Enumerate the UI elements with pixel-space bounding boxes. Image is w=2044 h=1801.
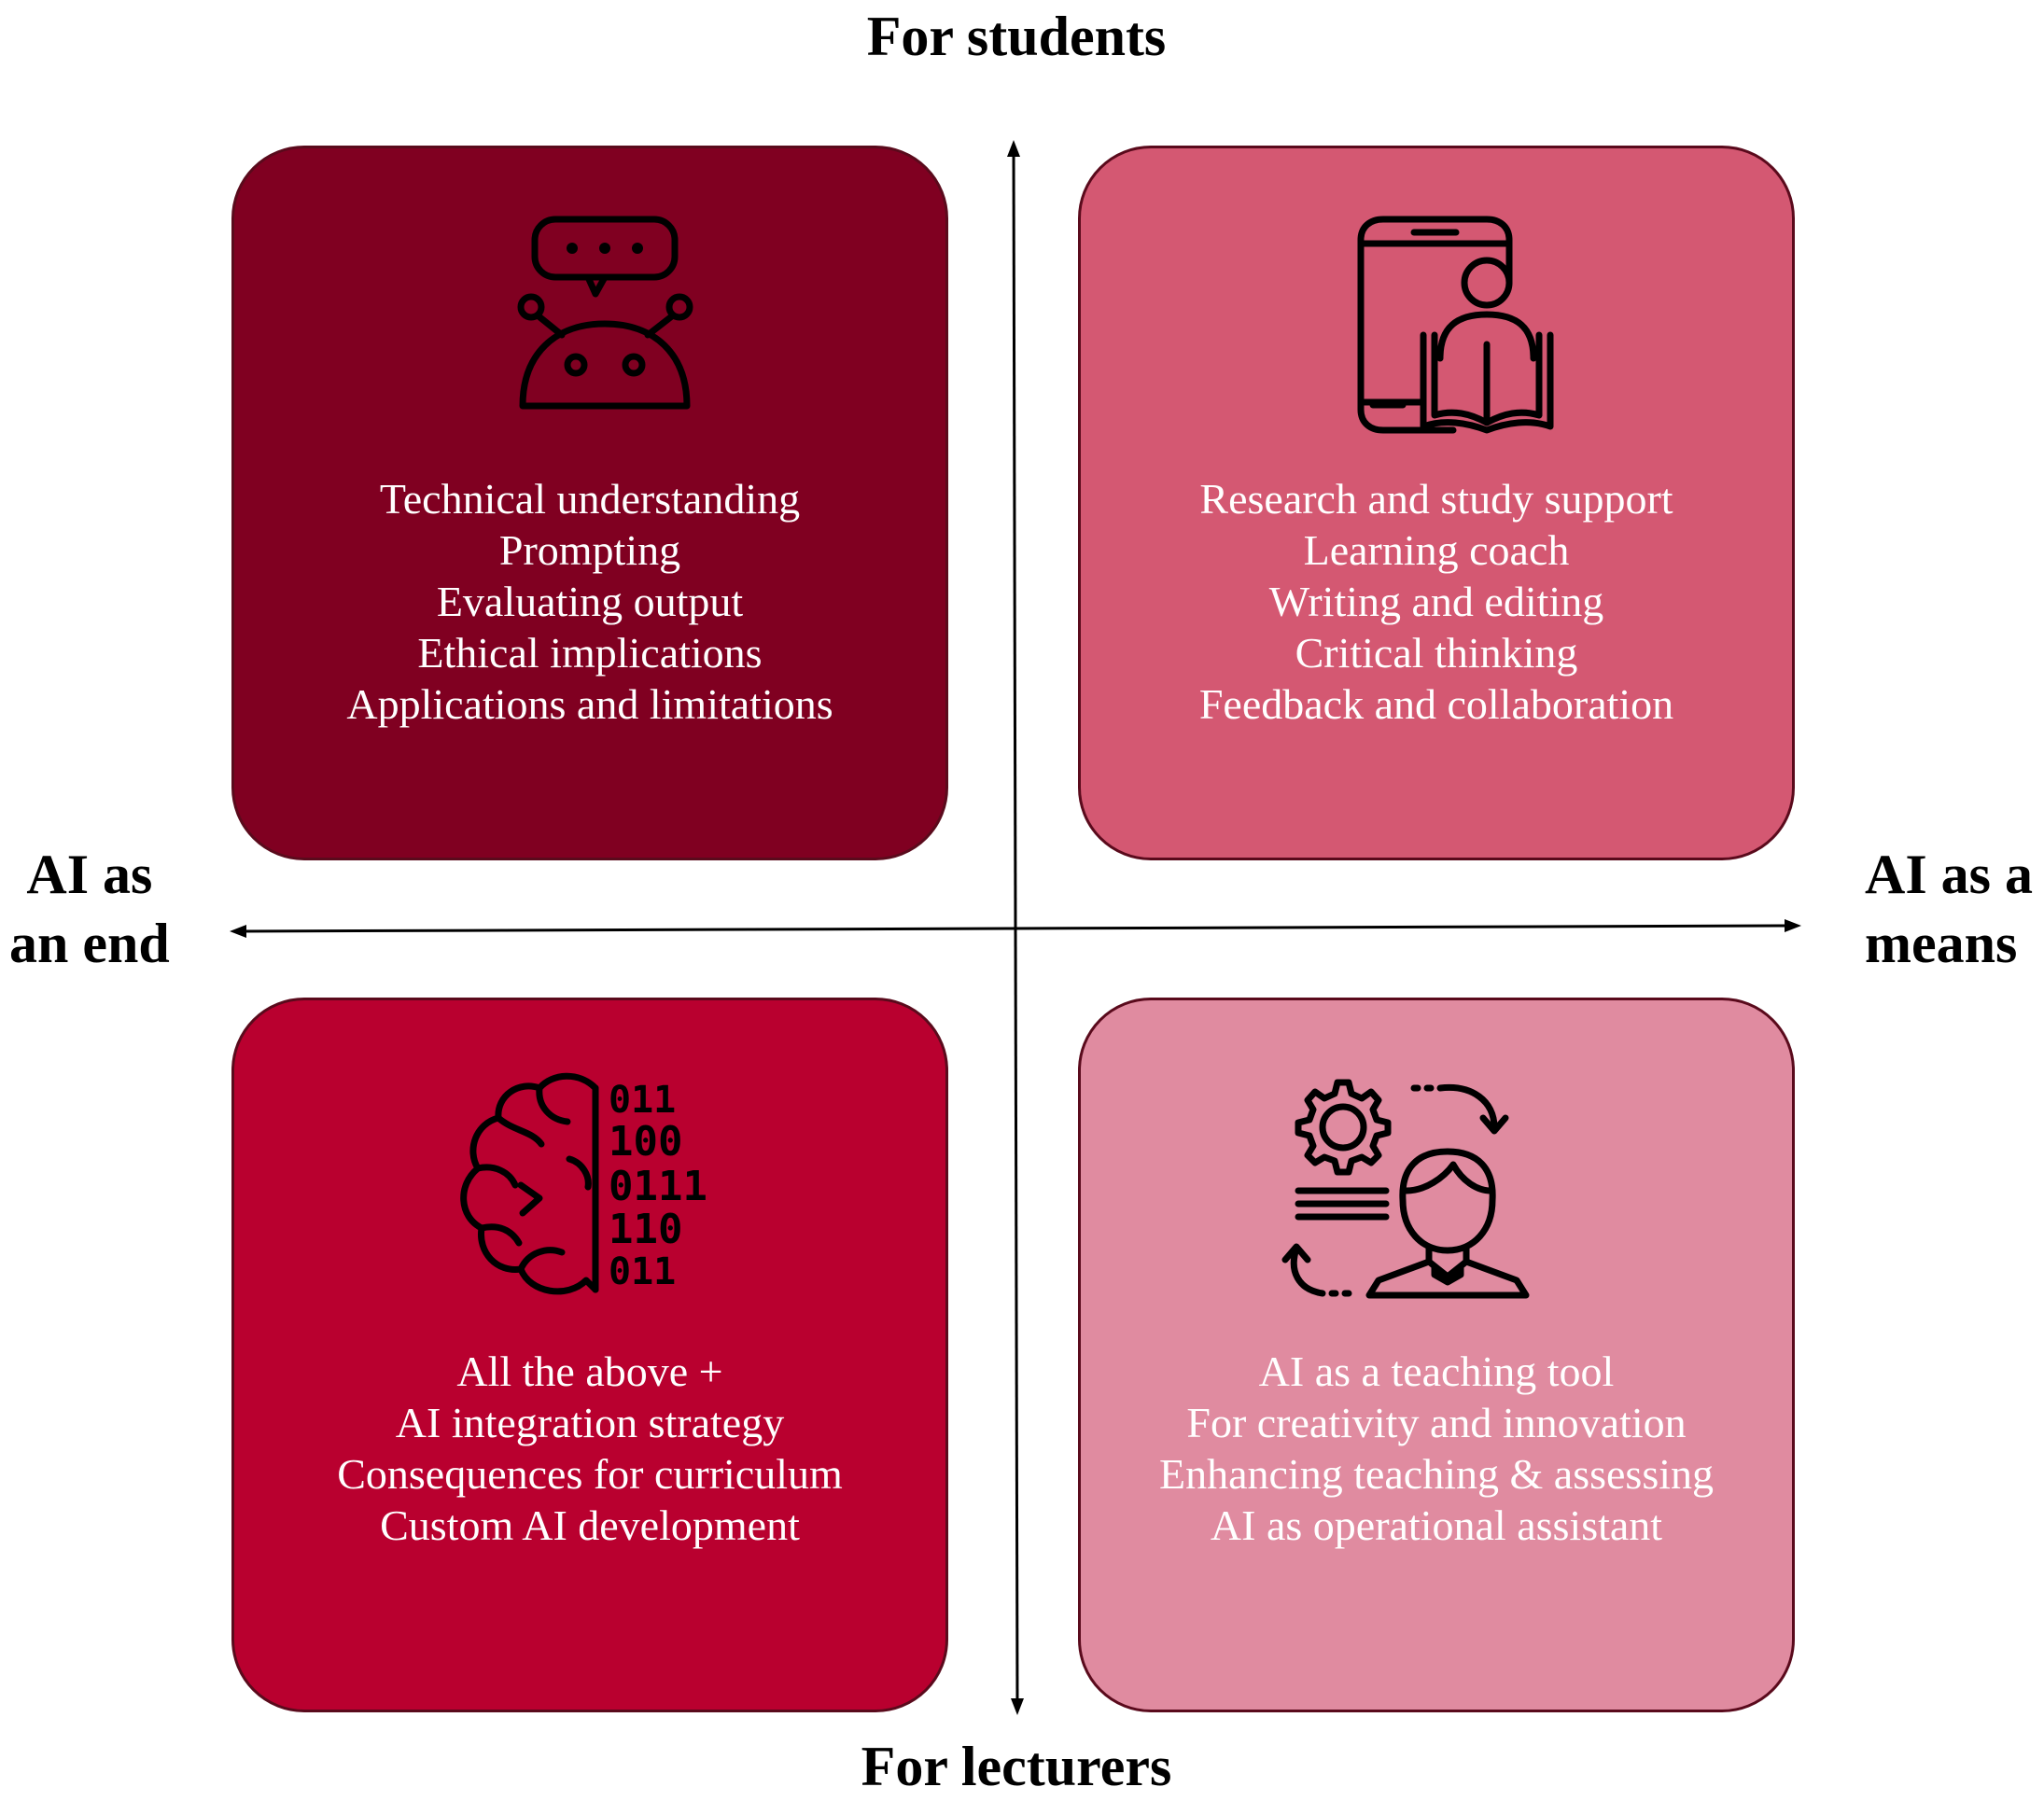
items-list: Technical understanding Prompting Evalua…	[234, 473, 945, 730]
quadrant-bottom-left: 011 100 0111 110 011 All the above + AI …	[231, 998, 948, 1712]
list-item: Technical understanding	[379, 475, 801, 523]
list-item: Custom AI development	[380, 1501, 800, 1549]
list-item: AI as operational assistant	[1210, 1501, 1663, 1549]
list-item: Critical thinking	[1295, 629, 1578, 677]
chatbot-robot-icon	[517, 216, 693, 410]
list-item: Applications and limitations	[346, 680, 833, 728]
list-item: Prompting	[498, 526, 681, 574]
binary-digits: 011	[609, 1250, 676, 1293]
horizontal-axis-arrow-right	[1785, 919, 1801, 932]
list-item: Feedback and collaboration	[1198, 680, 1674, 728]
axis-label-bottom: For lecturers	[861, 1736, 1172, 1797]
axis-label-right-line: means	[1865, 913, 2018, 974]
horizontal-axis-arrow-left	[230, 925, 246, 938]
vertical-axis-arrow-top	[1007, 140, 1020, 157]
list-item: For creativity and innovation	[1186, 1399, 1687, 1446]
list-item: Ethical implications	[417, 629, 763, 677]
teacher-gear-cycle-icon	[1281, 1079, 1530, 1299]
horizontal-axis	[238, 924, 1791, 933]
list-item: Learning coach	[1303, 526, 1570, 574]
axis-label-right-line: AI as a	[1865, 844, 2034, 905]
items-list: All the above + AI integration strategy …	[234, 1346, 945, 1551]
list-item: Research and study support	[1199, 475, 1673, 523]
quadrant-top-right: Research and study support Learning coac…	[1078, 146, 1795, 860]
quadrant-top-left: Technical understanding Prompting Evalua…	[231, 146, 948, 860]
mobile-reader-icon	[1357, 216, 1554, 434]
list-item: AI as a teaching tool	[1258, 1347, 1615, 1395]
brain-binary-icon: 011 100 0111 110 011	[460, 1072, 707, 1295]
axis-label-left-line: AI as	[26, 844, 153, 905]
list-item: Evaluating output	[436, 578, 744, 625]
list-item: Consequences for curriculum	[337, 1450, 843, 1498]
binary-digits: 0111	[609, 1163, 707, 1210]
list-item: All the above +	[456, 1347, 723, 1395]
binary-digits: 011	[609, 1079, 676, 1122]
gear-icon	[1295, 1079, 1392, 1176]
quadrant-bottom-right: AI as a teaching tool For creativity and…	[1078, 998, 1795, 1712]
list-item: AI integration strategy	[395, 1399, 785, 1446]
items-list: Research and study support Learning coac…	[1081, 473, 1792, 730]
binary-digits: 100	[609, 1118, 682, 1166]
list-item: Writing and editing	[1268, 578, 1604, 625]
axis-label-left-line: an end	[9, 913, 170, 974]
binary-digits: 110	[609, 1206, 682, 1253]
axis-label-left: AI as an end	[9, 840, 170, 978]
axis-label-top: For students	[866, 6, 1167, 67]
vertical-axis-arrow-bottom	[1011, 1698, 1024, 1715]
list-item: Enhancing teaching & assessing	[1158, 1450, 1715, 1498]
axis-label-right: AI as a means	[1865, 840, 2033, 978]
items-list: AI as a teaching tool For creativity and…	[1081, 1346, 1792, 1551]
